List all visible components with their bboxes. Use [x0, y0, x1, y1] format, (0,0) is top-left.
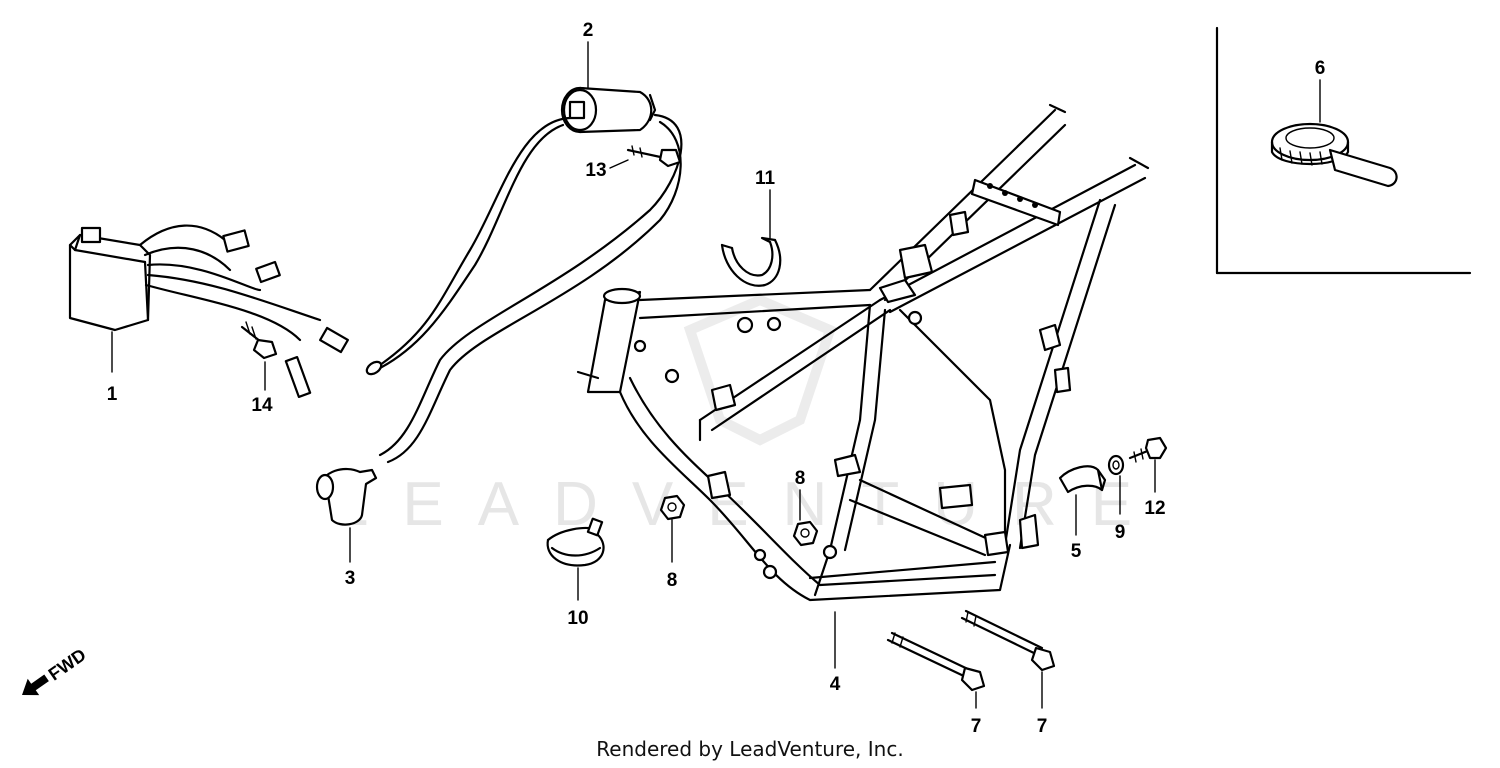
- callout-1: 1: [107, 384, 118, 405]
- part-clamp-11[interactable]: [720, 236, 782, 287]
- part-nut-8b[interactable]: [792, 520, 819, 547]
- callout-2: 2: [583, 20, 594, 41]
- fwd-indicator: FWD: [22, 645, 90, 696]
- callout-5: 5: [1071, 541, 1082, 562]
- watermark-text: LEADVENTURE: [334, 470, 1166, 539]
- callout-8a: 8: [667, 570, 678, 591]
- part-nut-8a[interactable]: [659, 494, 686, 521]
- callout-8b: 8: [795, 468, 806, 489]
- callout-7a: 7: [971, 716, 982, 737]
- part-bolt-7b[interactable]: [960, 609, 1056, 672]
- part-bolt-14[interactable]: [240, 321, 278, 360]
- part-cdi-unit[interactable]: [68, 224, 349, 399]
- part-spark-plug-cap[interactable]: [315, 467, 378, 526]
- watermark: LEADVENTURE: [334, 294, 1166, 539]
- footer-credit: Rendered by LeadVenture, Inc.: [596, 737, 904, 761]
- callout-3: 3: [345, 568, 356, 589]
- callout-6: 6: [1315, 58, 1326, 79]
- callouts: 1 2 3 4 5 6 7 7 8 8 9 10 11 12 13 14: [107, 20, 1326, 737]
- callout-14: 14: [251, 395, 273, 416]
- callout-10: 10: [567, 608, 588, 629]
- part-ignition-coil[interactable]: [365, 86, 683, 464]
- part-bolt-12[interactable]: [1128, 436, 1168, 463]
- part-frame[interactable]: [576, 103, 1150, 602]
- callout-11: 11: [755, 168, 776, 189]
- part-clamp-10[interactable]: [546, 517, 605, 567]
- part-throttle-6[interactable]: [1270, 122, 1398, 188]
- inset-box: [1215, 26, 1472, 275]
- fwd-arrow-icon: [22, 674, 49, 696]
- callout-9: 9: [1115, 522, 1126, 543]
- leader-lines: [111, 41, 1321, 709]
- callout-13: 13: [585, 160, 606, 181]
- part-bolt-7a[interactable]: [886, 631, 986, 692]
- part-washer-9[interactable]: [1107, 454, 1125, 476]
- callout-12: 12: [1144, 498, 1165, 519]
- part-bolt-13[interactable]: [626, 145, 682, 168]
- fwd-label: FWD: [45, 645, 90, 685]
- part-cushion-5[interactable]: [1058, 465, 1107, 494]
- callout-7b: 7: [1037, 716, 1048, 737]
- callout-4: 4: [830, 674, 841, 695]
